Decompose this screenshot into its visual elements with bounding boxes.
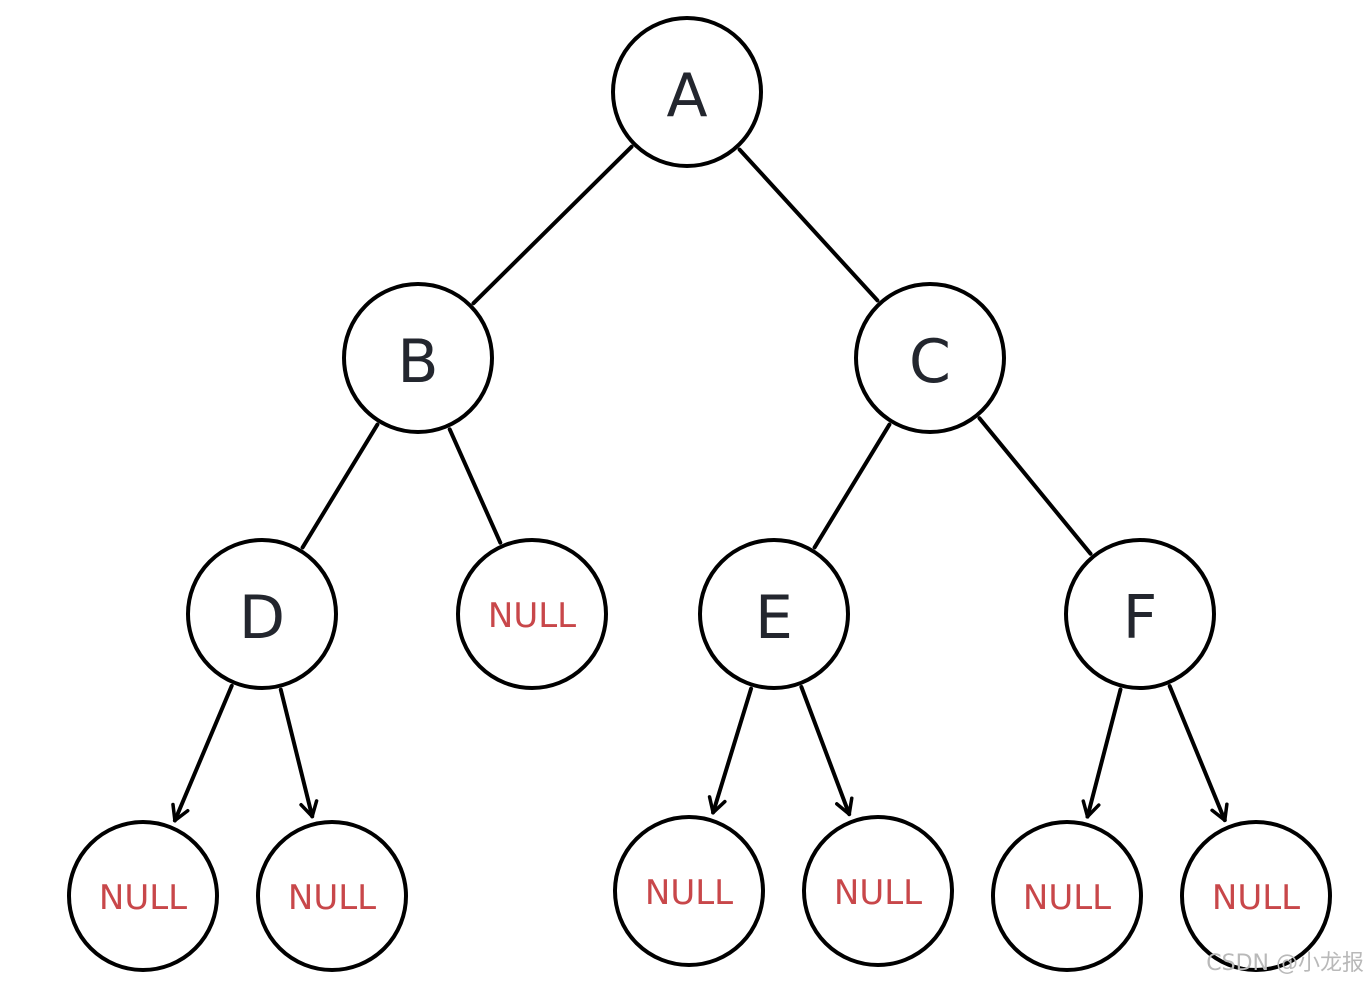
edge-f-n7-arrow (1167, 684, 1229, 823)
node-circle (67, 820, 219, 972)
node-circle (342, 282, 494, 434)
edge-a-c (737, 147, 880, 303)
null-label: NULL (1023, 878, 1111, 918)
node-circle (802, 815, 954, 967)
null-label: NULL (288, 878, 376, 918)
watermark-text: CSDN @小龙报 (1206, 951, 1364, 976)
tree-node-e: E (698, 538, 850, 690)
tree-node-d: D (186, 538, 338, 690)
node-circle (1064, 538, 1216, 690)
node-label: A (666, 61, 707, 131)
tree-node-n5: NULL (802, 815, 954, 967)
tree-node-n7: NULL (1180, 820, 1332, 972)
node-circle (698, 538, 850, 690)
null-label: NULL (645, 873, 733, 913)
node-label: F (1123, 583, 1158, 653)
tree-node-c: C (854, 282, 1006, 434)
tree-node-n3: NULL (256, 820, 408, 972)
node-circle (256, 820, 408, 972)
edge-d-n3-arrow (278, 687, 319, 819)
null-label: NULL (99, 878, 187, 918)
node-label: C (909, 327, 951, 397)
tree-node-b: B (342, 282, 494, 434)
tree-node-a: A (611, 16, 763, 168)
node-label: B (397, 327, 438, 397)
tree-node-n2: NULL (67, 820, 219, 972)
node-label: E (755, 583, 793, 653)
node-circle (854, 282, 1006, 434)
tree-node-n1: NULL (456, 538, 608, 690)
node-circle (186, 538, 338, 690)
edge-a-b (471, 144, 634, 306)
null-label: NULL (834, 873, 922, 913)
edge-e-n5-arrow (799, 685, 854, 817)
edge-d-n2-arrow (171, 683, 234, 823)
node-circle (613, 815, 765, 967)
tree-node-n4: NULL (613, 815, 765, 967)
node-circle (456, 538, 608, 690)
tree-node-f: F (1064, 538, 1216, 690)
edge-c-e (812, 422, 892, 550)
edges-layer (171, 144, 1229, 823)
node-label: D (239, 583, 285, 653)
node-circle (1180, 820, 1332, 972)
nodes-layer: A B C D NULL E F NULL NULL NULL NULL NULL NULL (67, 16, 1332, 972)
node-circle (991, 820, 1143, 972)
node-circle (611, 16, 763, 168)
edge-b-d (300, 422, 380, 550)
edge-f-n6-arrow (1081, 687, 1123, 819)
null-label: NULL (488, 596, 576, 636)
edge-e-n4-arrow (707, 686, 754, 815)
edge-b-n1 (447, 427, 503, 545)
tree-node-n6: NULL (991, 820, 1143, 972)
null-label: NULL (1212, 878, 1300, 918)
edge-c-f (977, 416, 1093, 556)
